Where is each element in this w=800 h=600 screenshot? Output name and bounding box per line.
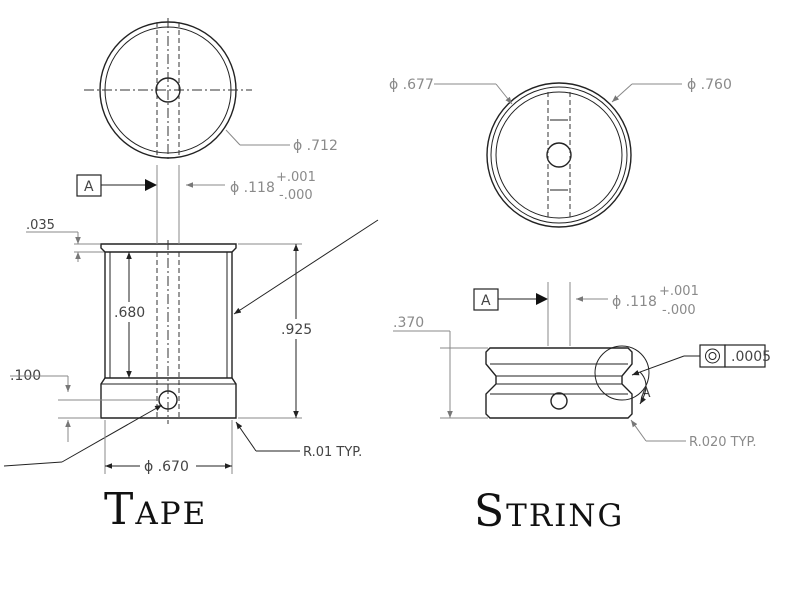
tape-total-height-label: .925 [281, 322, 312, 338]
tape-base-diameter-label: ϕ .670 [144, 459, 189, 475]
tape-top-diameter-label: ϕ .712 [293, 138, 338, 154]
string-height-dimension: .370 [393, 315, 488, 419]
tape-flange-dimension: .035 [26, 218, 104, 262]
tape-body-height-dimension: .680 [112, 252, 146, 378]
string-radius-note-label: R.020 TYP. [689, 435, 756, 450]
tape-top-view: ϕ .712 [84, 18, 338, 162]
string-outer-diameter-label: ϕ .760 [687, 77, 732, 93]
string-height-label: .370 [393, 315, 424, 331]
tape-hole-diameter-label: ϕ .118 [230, 180, 275, 196]
tape-flange-thickness-label: .035 [26, 218, 55, 233]
string-datum-label: A [481, 293, 491, 309]
tape-radius-note: R.01 TYP. [235, 421, 362, 460]
tape-hole-tol-minus: -.000 [279, 188, 313, 203]
string-top-view: ϕ .677 ϕ .760 [389, 77, 732, 228]
tape-hole-offset-dimension: .100 [3, 368, 163, 467]
tape-total-height-dimension: .925 [238, 243, 314, 419]
string-hole-diameter-label: ϕ .118 [612, 294, 657, 310]
tape-radius-note-label: R.01 TYP. [303, 445, 362, 460]
tape-datum-group: A ϕ .118 +.001 -.000 [76, 165, 316, 244]
string-side-view [485, 345, 650, 419]
string-detail-label: A [641, 385, 651, 401]
tape-side-view [100, 240, 237, 424]
tape-body-height-label: .680 [114, 305, 145, 321]
string-hole-tol-minus: -.000 [662, 303, 696, 318]
string-title: String [474, 486, 624, 537]
string-runout-frame: .0005 [631, 344, 771, 376]
string-runout-tolerance-label: .0005 [731, 349, 771, 365]
string-inner-diameter-label: ϕ .677 [389, 77, 434, 93]
tape-title: Tape [104, 484, 207, 535]
string-hole-tol-plus: +.001 [659, 284, 699, 299]
string-datum-group: A ϕ .118 +.001 -.000 [473, 282, 699, 346]
string-radius-note: R.020 TYP. [630, 419, 756, 450]
string-detail-arrow [639, 371, 647, 405]
tape-base-diameter-dimension: ϕ .670 [104, 420, 233, 476]
tape-hole-tol-plus: +.001 [276, 170, 316, 185]
tape-datum-label: A [84, 179, 94, 195]
tape-body-leader [233, 219, 379, 315]
